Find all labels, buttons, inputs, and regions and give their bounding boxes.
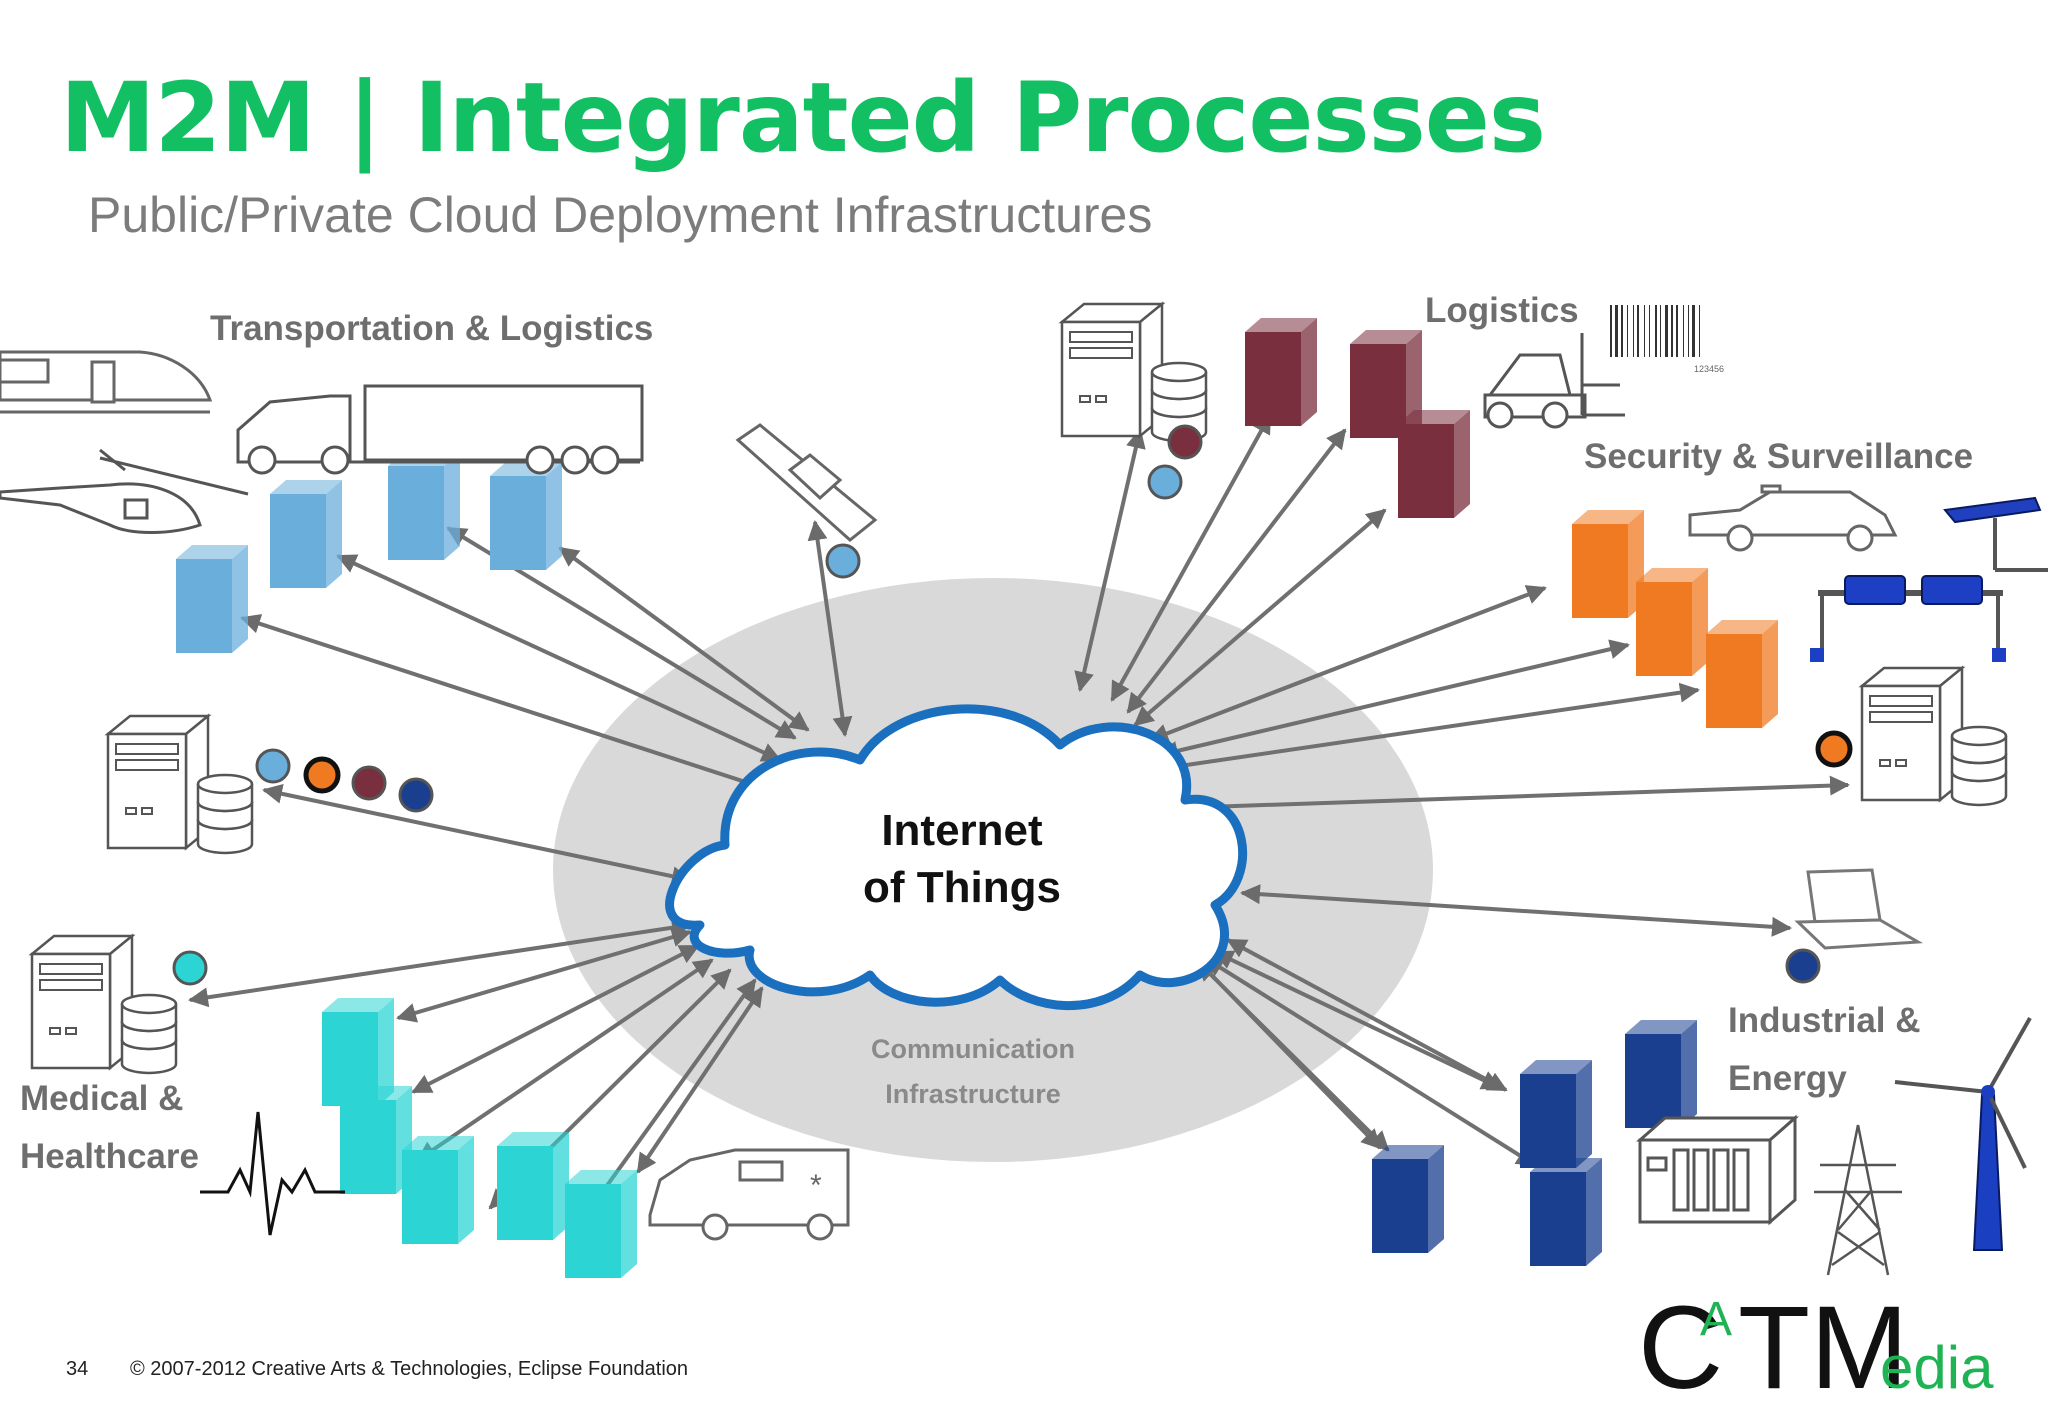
svg-text:TM: TM (1738, 1282, 1908, 1414)
status-dots (172, 424, 1853, 986)
industrial-device-icon (1636, 1114, 1799, 1226)
laptop-icon (1794, 868, 1924, 950)
label-medical-line2: Healthcare (20, 1137, 199, 1176)
slide-subtitle: Public/Private Cloud Deployment Infrastr… (88, 187, 1153, 243)
device-cube-icon (1398, 410, 1470, 518)
toll-gantry-icon (1810, 575, 2006, 662)
connection-arrow (807, 520, 853, 737)
device-cube-icon (1572, 510, 1644, 618)
status-dot (1785, 948, 1821, 984)
train-icon (0, 350, 213, 414)
handheld-device-icon (735, 423, 878, 542)
label-security-surveillance: Security & Surveillance (1584, 437, 1973, 476)
connection-arrow (1164, 682, 1700, 776)
catmedia-logo: C A TM edia (1638, 1282, 1994, 1414)
connection-arrow (558, 546, 810, 732)
svg-text:A: A (1700, 1293, 1732, 1346)
connection-arrow (262, 783, 692, 887)
cloud-label-line1: Internet (881, 806, 1043, 855)
server-icon (30, 934, 178, 1075)
page-number: 34 (66, 1358, 89, 1380)
internet-of-things-cloud (665, 704, 1248, 1011)
status-dot (351, 765, 387, 801)
device-cube-icon (1706, 620, 1778, 728)
server-icon (1060, 302, 1208, 443)
truck-icon (236, 384, 644, 475)
status-dot (1815, 730, 1853, 768)
device-cube-icon (1372, 1145, 1444, 1253)
device-cube-icon (1245, 318, 1317, 426)
infrastructure-label-line2: Infrastructure (885, 1079, 1061, 1109)
device-cube-icon (1520, 1060, 1592, 1168)
label-logistics: Logistics (1425, 291, 1579, 330)
slide-title: M2M | Integrated Processes (60, 62, 1546, 174)
infrastructure-label-line1: Communication (871, 1034, 1075, 1064)
device-cube-icon (270, 480, 342, 588)
status-dot (1147, 464, 1183, 500)
power-pylon-icon (1814, 1124, 1902, 1276)
barcode-number: 123456 (1694, 364, 1724, 374)
label-industrial-line1: Industrial & (1728, 1001, 1921, 1040)
helicopter-icon (0, 448, 249, 534)
device-cube-icon (497, 1132, 569, 1240)
device-cube-icon (490, 462, 562, 570)
connection-arrow (1203, 956, 1537, 1167)
device-cube-icon (1636, 568, 1708, 676)
barcode-icon (1610, 305, 1700, 357)
status-dot (255, 748, 291, 784)
device-cube-icon (565, 1170, 637, 1278)
connection-arrow (636, 986, 764, 1174)
device-cube-icon (340, 1086, 412, 1194)
surveillance-camera-icon (1943, 496, 2048, 572)
svg-text:C: C (1638, 1282, 1723, 1414)
device-cube-icon (1625, 1020, 1697, 1128)
status-dot (398, 777, 434, 813)
status-dot (1167, 424, 1203, 460)
server-icon (1860, 666, 2008, 807)
device-cube-icon (1530, 1158, 1602, 1266)
svg-text:*: * (810, 1169, 822, 1202)
heartbeat-icon (200, 1111, 345, 1236)
device-cube-icon (176, 545, 248, 653)
connection-arrows (188, 413, 1850, 1232)
label-industrial-line2: Energy (1728, 1059, 1847, 1098)
server-icon (106, 714, 254, 855)
status-dot (172, 950, 208, 986)
device-cube-icon (402, 1136, 474, 1244)
police-car-icon (1688, 484, 1898, 552)
forklift-icon (1483, 333, 1625, 429)
wind-turbine-icon (1894, 1017, 2032, 1251)
svg-text:edia: edia (1880, 1334, 1994, 1401)
connection-arrow (1176, 775, 1850, 818)
device-cube-icon (388, 452, 460, 560)
label-transportation-logistics: Transportation & Logistics (210, 309, 653, 348)
ambulance-icon: * (648, 1148, 850, 1241)
cloud-label-line2: of Things (863, 863, 1061, 912)
copyright-notice: © 2007-2012 Creative Arts & Technologies… (130, 1358, 689, 1380)
connection-arrow (1240, 884, 1792, 937)
status-dot (825, 543, 861, 579)
label-medical-line1: Medical & (20, 1079, 183, 1118)
status-dot (303, 756, 341, 794)
